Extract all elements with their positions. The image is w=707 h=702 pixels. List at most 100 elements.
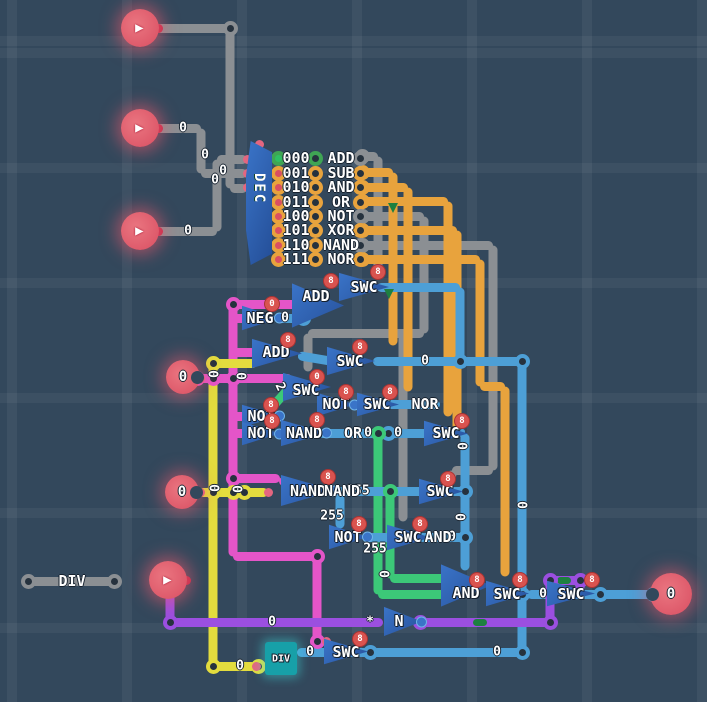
decoder-row-bin: 100	[282, 207, 310, 225]
switch-7-label: SWC	[394, 528, 422, 546]
input-button-4[interactable]: ▶	[149, 561, 187, 599]
wire-node	[382, 483, 398, 499]
wire-pink-31	[233, 313, 247, 323]
not-gate-4-bit-badge: 8	[351, 516, 367, 532]
wire-gray-0	[230, 183, 247, 193]
switch-5-bit-badge: 8	[454, 413, 470, 429]
wire-blue-22	[333, 486, 465, 496]
wire-value: 0	[513, 501, 529, 509]
and-gate-bottom-bit-badge: 8	[469, 572, 485, 588]
decoder-port	[352, 237, 368, 253]
wire-green-13	[378, 589, 448, 599]
switch-7-bit-badge: 8	[412, 516, 428, 532]
decoder-port	[352, 150, 368, 166]
flow-arrow-icon	[388, 203, 398, 213]
decoder-port	[352, 194, 368, 210]
wire-value: 0	[364, 425, 372, 441]
wire-value: 0	[204, 370, 220, 378]
wire-node	[452, 353, 468, 369]
wire-value: 255	[363, 541, 387, 557]
output-result: 0	[646, 573, 692, 615]
wire-value: 0	[375, 570, 391, 578]
not-bubble-icon	[329, 485, 340, 496]
wire-value: *	[366, 614, 374, 630]
decoder-port	[352, 165, 368, 181]
switch-6-bit-badge: 8	[440, 471, 456, 487]
wire-blue-16	[377, 282, 460, 292]
decoder[interactable]: DEC	[246, 141, 272, 265]
decoder-port	[307, 194, 323, 210]
add-gate-1[interactable]	[292, 282, 344, 329]
wire-orange-8	[362, 167, 393, 177]
decoder-port	[307, 222, 323, 238]
decoder-port	[270, 222, 286, 238]
decoder-port	[352, 179, 368, 195]
port-dot	[254, 139, 264, 149]
decoder-port	[307, 150, 323, 166]
not-gate-3-bit-badge: 8	[264, 413, 280, 429]
decoder-port	[270, 179, 286, 195]
wire-orange-12	[480, 381, 505, 391]
decoder-port	[352, 222, 368, 238]
wire-value: 0	[448, 529, 456, 545]
wire-orange-11	[362, 225, 457, 235]
wire-value: 0	[539, 586, 547, 602]
decoder-port	[307, 165, 323, 181]
switch-4-bit-badge: 8	[382, 384, 398, 400]
decoder-row-bin: 110	[282, 236, 310, 254]
switch-8-label: SWC	[493, 585, 521, 603]
wire-node	[225, 296, 241, 312]
wire-value: 0	[451, 513, 467, 521]
input-button-1[interactable]: ▶	[121, 9, 159, 47]
decoder-port	[307, 179, 323, 195]
port-dot	[242, 154, 252, 164]
n-gate[interactable]	[384, 606, 427, 637]
input-button-3[interactable]: ▶	[121, 212, 159, 250]
wire-green-14	[390, 573, 448, 583]
wire-node	[542, 614, 558, 630]
switch-10-label: SWC	[332, 643, 360, 661]
wire-node	[205, 658, 221, 674]
decoder-port	[270, 165, 286, 181]
wire-notch	[191, 370, 204, 384]
decoder-row-op: AND	[327, 178, 355, 196]
wire-value: 0	[179, 120, 187, 136]
port-dot	[251, 661, 261, 671]
switch-1-label: SWC	[350, 278, 378, 296]
wire-gray-1	[155, 123, 201, 133]
wire-node	[162, 614, 178, 630]
neg-gate-label: NEG	[246, 309, 274, 327]
decoder-row-op: XOR	[327, 221, 355, 239]
add-gate-1-label: ADD	[302, 287, 330, 305]
switch-10-bit-badge: 8	[352, 631, 368, 647]
wire-blue-20	[276, 428, 430, 438]
output-result-value: 0	[666, 586, 676, 602]
switch-2[interactable]	[327, 346, 375, 376]
wire-gray-7	[452, 465, 493, 475]
not-gate-4[interactable]	[329, 524, 373, 550]
wire-gray-3	[28, 576, 114, 586]
decoder-row-bin: 111	[282, 250, 310, 268]
wire-orange-12	[362, 254, 480, 264]
switch-3-label: SWC	[292, 381, 320, 399]
not-gate-1-bit-badge: 8	[338, 384, 354, 400]
wire-pink-28	[199, 373, 292, 383]
wire-value: 0	[394, 425, 402, 441]
add-gate-2-label: ADD	[262, 343, 290, 361]
output-left-1: 0	[166, 360, 204, 394]
wire-gray-2	[155, 226, 217, 236]
decoder-label: DEC	[251, 173, 267, 205]
wire-node	[236, 484, 252, 500]
decoder-port	[270, 150, 286, 166]
div-unit[interactable]	[265, 642, 297, 675]
not-gate-2-bit-badge: 8	[263, 397, 279, 413]
wire-notch	[646, 587, 659, 601]
wire-green_dark-42	[557, 576, 571, 584]
input-button-2[interactable]: ▶	[121, 109, 159, 147]
wire-blue-17	[373, 356, 522, 366]
decoder-row-op: NOR	[327, 250, 355, 268]
neg-gate-bit-badge: 0	[264, 296, 280, 312]
wire-node	[205, 355, 221, 371]
wire-pink-30	[233, 551, 317, 561]
wire-yellow-38	[213, 661, 256, 671]
